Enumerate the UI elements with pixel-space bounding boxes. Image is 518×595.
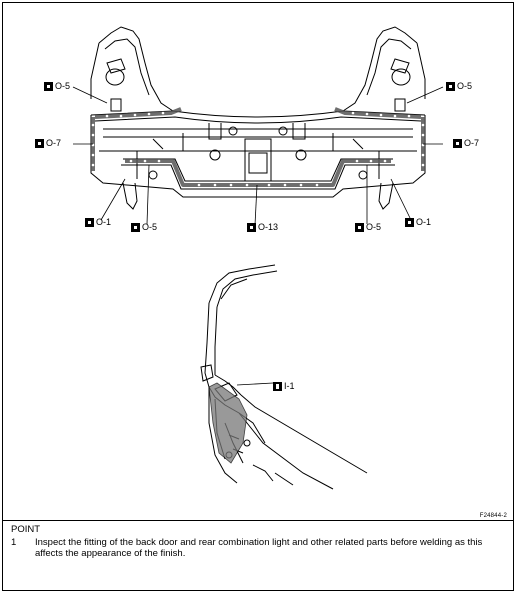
callout-label: I-1 [284, 381, 295, 391]
callout-label: O-5 [457, 81, 473, 91]
callout-bottom-left-1: O-1 [85, 217, 111, 227]
callout-label: O-1 [96, 217, 112, 227]
callout-label: O-7 [464, 138, 480, 148]
point-number: 1 [11, 537, 17, 548]
callout-bottom-right-1: O-1 [405, 217, 431, 227]
callout-label: O-5 [366, 222, 382, 232]
section-divider [2, 520, 514, 521]
callout-label: O-13 [258, 222, 279, 232]
point-note: POINT 1 Inspect the fitting of the back … [11, 524, 511, 559]
callout-label: O-5 [55, 81, 71, 91]
callout-top-left: O-5 [44, 81, 70, 91]
replace-symbol-icon [446, 81, 455, 91]
replace-symbol-icon [355, 222, 364, 232]
callout-label: O-5 [142, 222, 158, 232]
repair-illustration: O-5 O-7 O-1 O-5 O-13 O-5 O-1 O-7 O-5 I-1… [3, 3, 513, 520]
replace-symbol-icon [453, 138, 462, 148]
callout-label: O-1 [416, 217, 432, 227]
callout-bottom-right-5: O-5 [355, 222, 381, 232]
point-text: Inspect the fitting of the back door and… [35, 537, 483, 559]
point-heading: POINT [11, 524, 41, 535]
callout-bottom-left-5: O-5 [131, 222, 157, 232]
install-symbol-icon [273, 381, 282, 391]
callout-side-view: I-1 [273, 381, 295, 391]
replace-symbol-icon [44, 81, 53, 91]
replace-symbol-icon [85, 217, 94, 227]
replace-symbol-icon [131, 222, 140, 232]
figure-id: F24844-2 [479, 513, 507, 519]
replace-symbol-icon [247, 222, 256, 232]
callout-label: O-7 [46, 138, 62, 148]
replace-symbol-icon [405, 217, 414, 227]
replace-symbol-icon [35, 138, 44, 148]
back-panel-drawing [72, 26, 444, 490]
callout-top-right: O-5 [446, 81, 472, 91]
callout-bottom-center: O-13 [247, 222, 278, 232]
callout-right: O-7 [453, 138, 479, 148]
callout-left: O-7 [35, 138, 61, 148]
page-frame [2, 2, 514, 591]
